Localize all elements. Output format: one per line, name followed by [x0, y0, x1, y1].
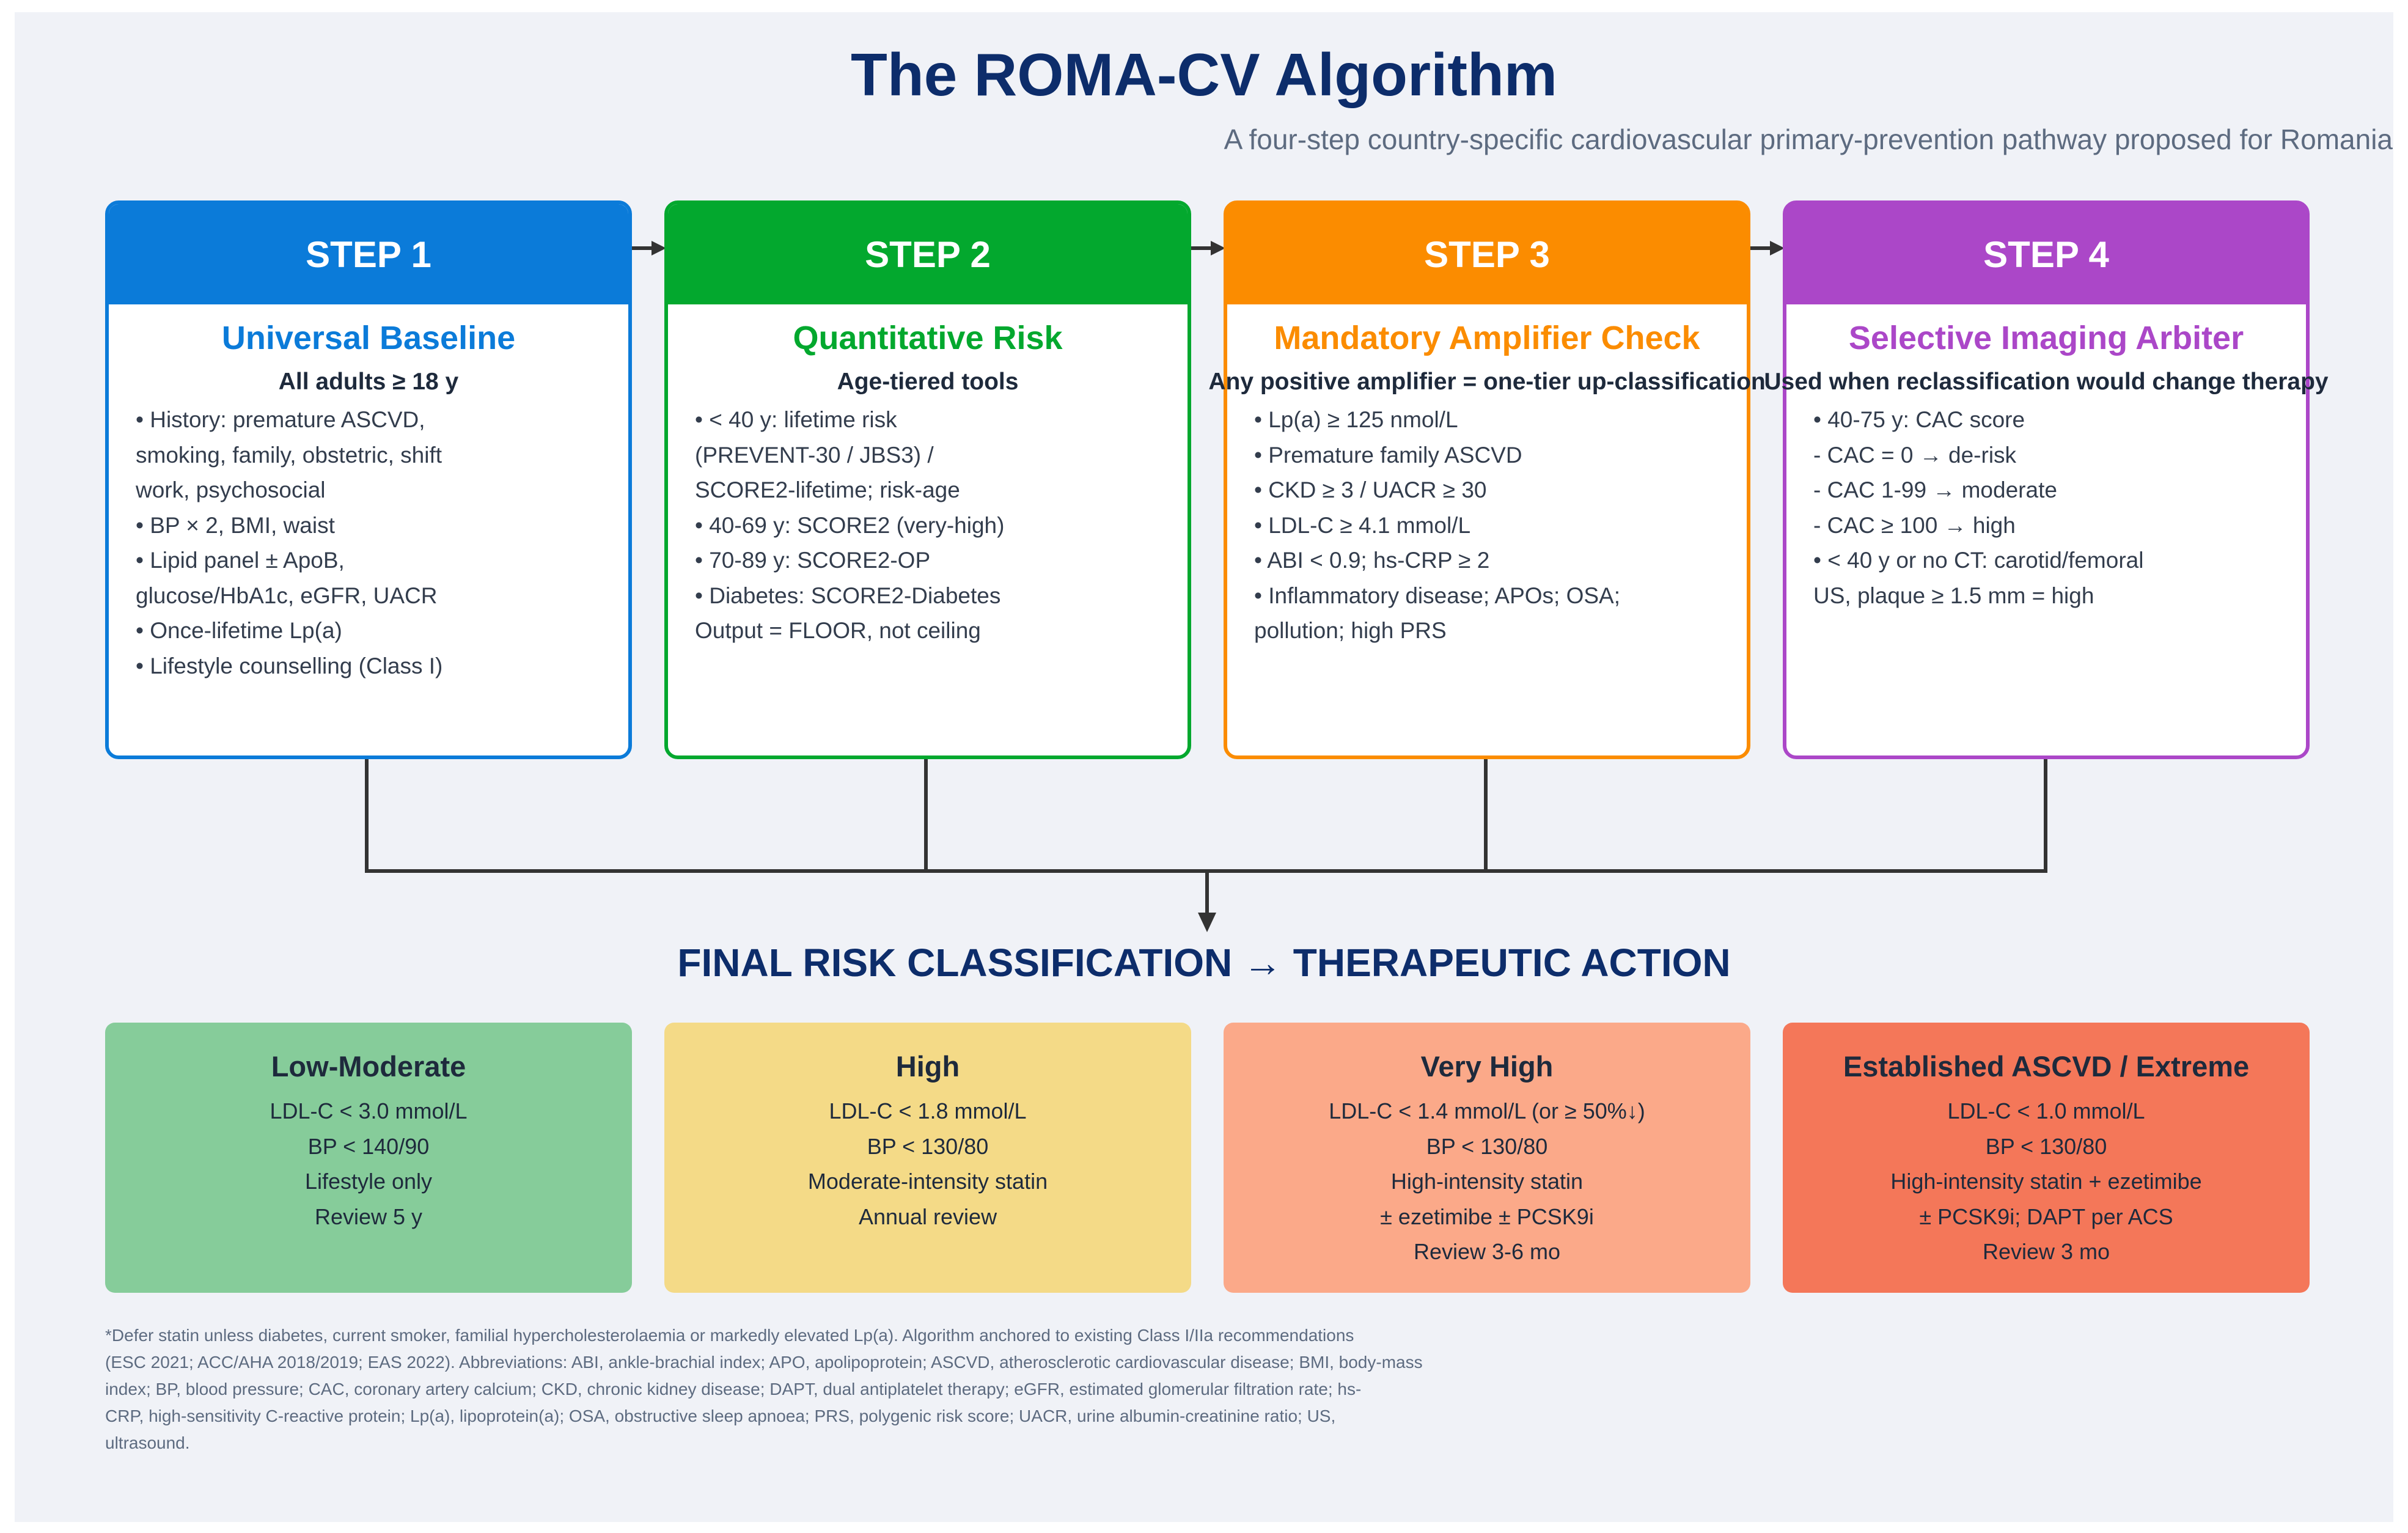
risk-line: High-intensity statin + ezetimibe [1890, 1169, 2202, 1194]
step-line: • Lifestyle counselling (Class I) [136, 653, 443, 678]
step-title: Universal Baseline [221, 320, 516, 356]
step-line: • ABI < 0.9; hs-CRP ≥ 2 [1254, 548, 1490, 573]
step-header: STEP 3 [1227, 204, 1747, 304]
step-header: STEP 4 [1786, 204, 2306, 304]
step-subtitle: Any positive amplifier = one-tier up-cla… [1208, 369, 1766, 395]
step-body: • History: premature ASCVD, smoking, fam… [136, 402, 601, 683]
step-line: US, plaque ≥ 1.5 mm = high [1813, 583, 2094, 608]
risk-lines: LDL-C < 1.0 mmol/L BP < 130/80 High-inte… [1783, 1094, 2310, 1270]
footnote-line: ultrasound. [105, 1433, 190, 1452]
step-line: Output = FLOOR, not ceiling [695, 618, 981, 643]
step-body: • Lp(a) ≥ 125 nmol/L • Premature family … [1254, 402, 1720, 649]
risk-title: Low-Moderate [271, 1050, 466, 1083]
risk-line: ± PCSK9i; DAPT per ACS [1919, 1204, 2173, 1229]
risk-line: BP < 130/80 [1426, 1133, 1548, 1159]
step-line: - CAC 1-99 → moderate [1813, 477, 2057, 502]
step-line: • < 40 y or no CT: carotid/femoral [1813, 548, 2144, 573]
step-subtitle: Used when reclassification would change … [1764, 369, 2329, 395]
risk-line: Moderate-intensity statin [807, 1169, 1048, 1194]
risk-card-extreme: Established ASCVD / Extreme LDL-C < 1.0 … [1783, 1023, 2310, 1293]
step-card-1: STEP 1 Universal Baseline All adults ≥ 1… [105, 200, 632, 759]
step-body: • < 40 y: lifetime risk (PREVENT-30 / JB… [695, 402, 1161, 649]
step-line: • LDL-C ≥ 4.1 mmol/L [1254, 512, 1471, 538]
step-header: STEP 2 [668, 204, 1187, 304]
risk-card-very-high: Very High LDL-C < 1.4 mmol/L (or ≥ 50%↓)… [1224, 1023, 1750, 1293]
risk-line: LDL-C < 1.8 mmol/L [829, 1098, 1027, 1123]
risk-line: LDL-C < 1.0 mmol/L [1947, 1098, 2145, 1123]
step-title: Selective Imaging Arbiter [1848, 320, 2244, 356]
footnote: *Defer statin unless diabetes, current s… [105, 1322, 1511, 1457]
step-line: • BP × 2, BMI, waist [136, 512, 335, 538]
diagram-title: The ROMA-CV Algorithm [851, 41, 1557, 108]
risk-lines: LDL-C < 1.8 mmol/L BP < 130/80 Moderate-… [664, 1094, 1191, 1234]
risk-line: BP < 130/80 [1985, 1133, 2107, 1159]
step-line: • History: premature ASCVD, [136, 407, 425, 432]
arrowhead-step1-step2 [652, 241, 666, 256]
arrowhead-final [1198, 913, 1216, 932]
step-line: • Lipid panel ± ApoB, [136, 548, 345, 573]
diagram-subtitle: A four-step country-specific cardiovascu… [1224, 123, 2393, 155]
step-line: • Once-lifetime Lp(a) [136, 618, 342, 643]
step-title: Mandatory Amplifier Check [1274, 320, 1700, 356]
risk-card-high: High LDL-C < 1.8 mmol/L BP < 130/80 Mode… [664, 1023, 1191, 1293]
final-classification-title: FINAL RISK CLASSIFICATION → THERAPEUTIC … [677, 941, 1731, 985]
footnote-line: (ESC 2021; ACC/AHA 2018/2019; EAS 2022).… [105, 1353, 1423, 1372]
risk-title: Very High [1420, 1050, 1554, 1083]
risk-line: BP < 140/90 [307, 1133, 430, 1159]
risk-line: Annual review [858, 1204, 997, 1229]
risk-line: Review 5 y [314, 1204, 423, 1229]
risk-line: ± ezetimibe ± PCSK9i [1380, 1204, 1594, 1229]
risk-title: High [895, 1050, 960, 1083]
step-line: • Premature family ASCVD [1254, 442, 1522, 468]
step-line: • CKD ≥ 3 / UACR ≥ 30 [1254, 477, 1487, 502]
step-line: • Lp(a) ≥ 125 nmol/L [1254, 407, 1458, 432]
arrowhead-step3-step4 [1770, 241, 1785, 256]
risk-line: Lifestyle only [304, 1169, 433, 1194]
footnote-line: CRP, high-sensitivity C-reactive protein… [105, 1406, 1336, 1425]
step-card-3: STEP 3 Mandatory Amplifier Check Any pos… [1208, 200, 1766, 759]
risk-line: Review 3-6 mo [1413, 1239, 1561, 1264]
step-line: • 70-89 y: SCORE2-OP [695, 548, 931, 573]
step-subtitle: Age-tiered tools [837, 369, 1019, 395]
arrowhead-step2-step3 [1211, 241, 1225, 256]
step-line: • Inflammatory disease; APOs; OSA; [1254, 583, 1621, 608]
step-line: • 40-69 y: SCORE2 (very-high) [695, 512, 1005, 538]
step-body: • 40-75 y: CAC score - CAC = 0 → de-risk… [1813, 402, 2279, 613]
risk-lines: LDL-C < 1.4 mmol/L (or ≥ 50%↓) BP < 130/… [1224, 1094, 1750, 1270]
step-line: • 40-75 y: CAC score [1813, 407, 2025, 432]
step-line: (PREVENT-30 / JBS3) / [695, 442, 934, 468]
step-line: smoking, family, obstetric, shift [136, 442, 442, 468]
step-line: glucose/HbA1c, eGFR, UACR [136, 583, 438, 608]
risk-line: LDL-C < 3.0 mmol/L [270, 1098, 468, 1123]
footnote-line: *Defer statin unless diabetes, current s… [105, 1326, 1354, 1345]
risk-title: Established ASCVD / Extreme [1843, 1050, 2250, 1083]
step-line: • < 40 y: lifetime risk [695, 407, 897, 432]
step-line: - CAC = 0 → de-risk [1813, 442, 2017, 468]
step-card-4: STEP 4 Selective Imaging Arbiter Used wh… [1764, 200, 2329, 759]
step-line: SCORE2-lifetime; risk-age [695, 477, 960, 502]
risk-line: BP < 130/80 [867, 1133, 989, 1159]
footnote-line: index; BP, blood pressure; CAC, coronary… [105, 1380, 1362, 1399]
step-line: • Diabetes: SCORE2-Diabetes [695, 583, 1001, 608]
risk-line: High-intensity statin [1390, 1169, 1584, 1194]
risk-line: LDL-C < 1.4 mmol/L (or ≥ 50%↓) [1329, 1098, 1645, 1123]
step-header: STEP 1 [109, 204, 628, 304]
risk-lines: LDL-C < 3.0 mmol/L BP < 140/90 Lifestyle… [105, 1094, 632, 1234]
step-card-2: STEP 2 Quantitative Risk Age-tiered tool… [664, 200, 1191, 759]
step-subtitle: All adults ≥ 18 y [278, 369, 459, 395]
step-line: - CAC ≥ 100 → high [1813, 512, 2016, 538]
risk-card-low-moderate: Low-Moderate LDL-C < 3.0 mmol/L BP < 140… [105, 1023, 632, 1293]
step-title: Quantitative Risk [793, 320, 1063, 356]
risk-line: Review 3 mo [1982, 1239, 2110, 1264]
step-line: pollution; high PRS [1254, 618, 1447, 643]
step-line: work, psychosocial [136, 477, 326, 502]
